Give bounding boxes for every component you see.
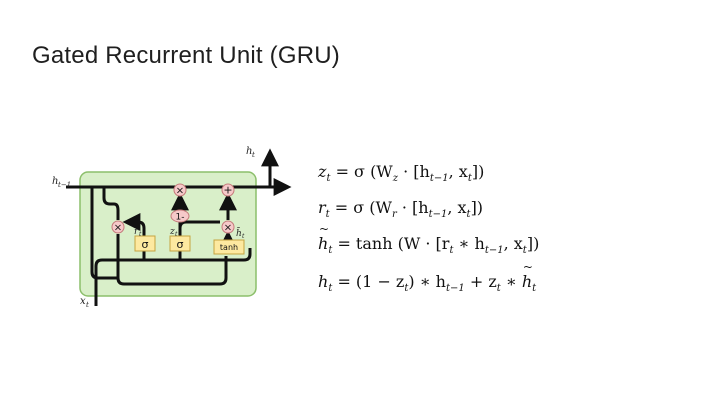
- mult-left-op: ×: [111, 220, 125, 234]
- svg-text:h̃: h̃: [236, 227, 242, 239]
- equation-reset-gate: rt = σ (Wr · [ht−1, xt]): [318, 198, 484, 220]
- input-line: [94, 248, 252, 306]
- h-out-label: h t: [246, 146, 255, 159]
- svg-text:σ: σ: [177, 238, 184, 251]
- svg-text:×: ×: [224, 223, 232, 234]
- mult-right-op: ×: [221, 220, 235, 234]
- slide-title: Gated Recurrent Unit (GRU): [32, 42, 340, 69]
- add-top-op: +: [221, 183, 235, 197]
- mult-left-down: [116, 234, 228, 286]
- svg-text:z: z: [169, 227, 175, 237]
- svg-text:tanh: tanh: [220, 243, 238, 252]
- svg-text:t: t: [175, 231, 178, 238]
- svg-text:r: r: [134, 227, 139, 237]
- svg-text:h: h: [246, 146, 252, 157]
- svg-text:σ: σ: [142, 238, 149, 251]
- equation-candidate: ht = tanh (W · [rt ∗ ht−1, xt]): [318, 222, 539, 256]
- equation-hidden-state: ht = (1 − zt) ∗ ht−1 + zt ∗ ht: [318, 260, 536, 294]
- svg-text:×: ×: [114, 223, 122, 234]
- h-to-mult-left: [102, 187, 120, 220]
- svg-text:t: t: [139, 231, 142, 238]
- tanh-gate: tanh: [213, 239, 245, 255]
- reset-out-path: [122, 213, 146, 236]
- svg-text:t: t: [252, 151, 255, 159]
- svg-text:×: ×: [176, 186, 184, 197]
- cell-box: [79, 171, 257, 297]
- svg-text:t: t: [242, 233, 245, 240]
- sigma-gate-reset: σ: [134, 235, 156, 252]
- x-in-label: x t: [80, 296, 89, 309]
- h-prev-label: h t−1: [52, 176, 71, 189]
- equation-update-gate: zt = σ (Wz · [ht−1, xt]): [318, 162, 485, 184]
- h-tilde-label: h̃ t: [236, 227, 245, 240]
- r-label: r t: [134, 227, 142, 238]
- svg-text:t: t: [86, 301, 89, 309]
- svg-text:1-: 1-: [176, 213, 185, 223]
- svg-text:x: x: [80, 296, 86, 307]
- svg-text:h: h: [52, 176, 58, 187]
- sigma-gate-update: σ: [169, 235, 191, 252]
- z-label: z t: [169, 227, 178, 238]
- mult-top-op: ×: [173, 183, 187, 197]
- svg-text:t−1: t−1: [58, 181, 71, 189]
- gru-cell-diagram: × + 1- × × σ σ tanh h t−1 h t x t r: [52, 146, 292, 309]
- one-minus-op: 1-: [170, 209, 190, 223]
- svg-text:+: +: [223, 184, 232, 197]
- h-prev-branch: [90, 187, 118, 280]
- z-to-right-mult: [178, 220, 220, 229]
